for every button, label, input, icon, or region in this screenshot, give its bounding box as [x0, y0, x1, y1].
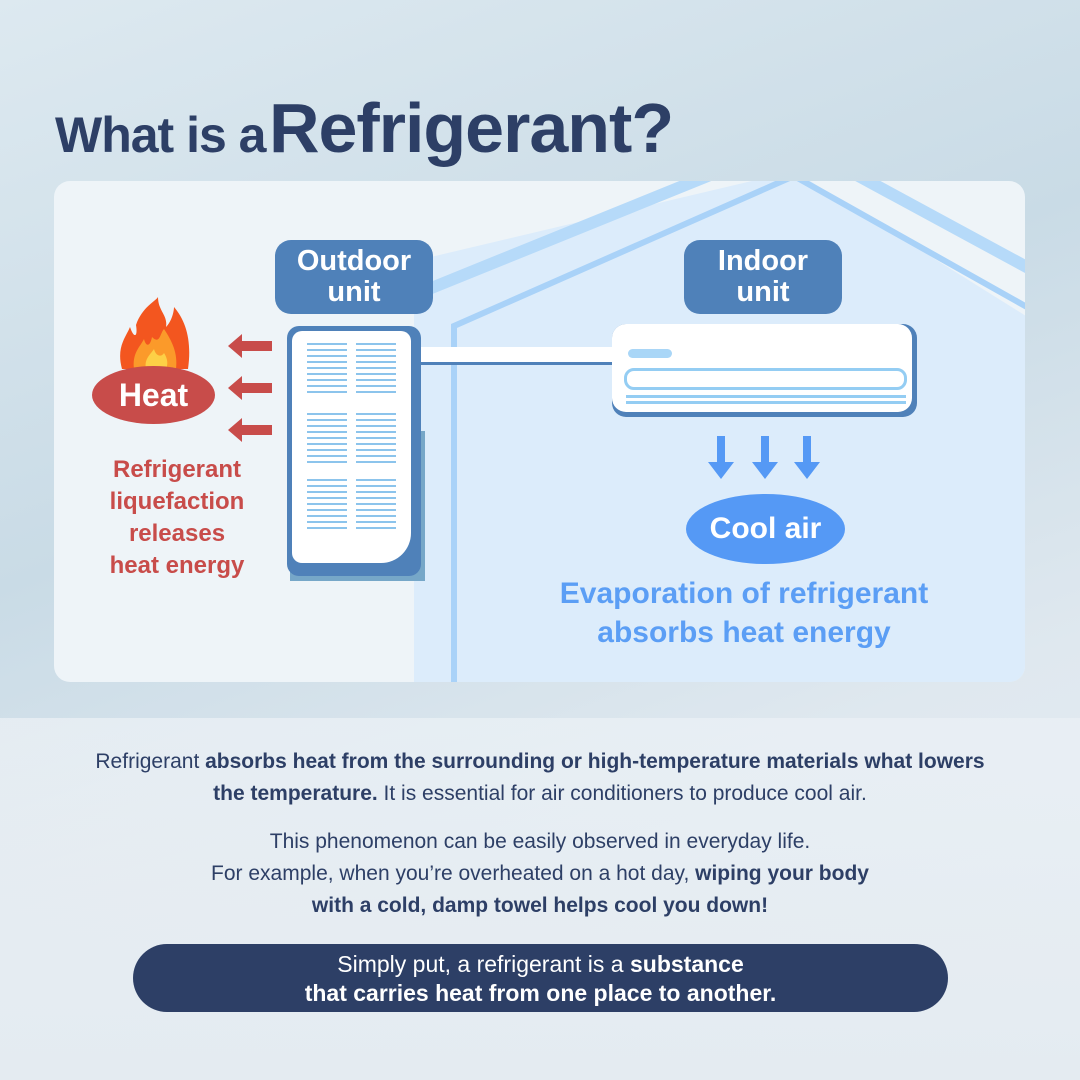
heat-caption: Refrigerant liquefaction releases heat e…: [72, 454, 282, 582]
outdoor-unit-icon: [287, 326, 421, 576]
heat-caption-line: Refrigerant: [112, 456, 242, 483]
emphasis: absorbs heat from the surrounding or hig…: [205, 750, 985, 773]
title-main: Refrigerant?: [268, 89, 674, 167]
emphasis: with a cold, damp towel helps cool you d…: [311, 894, 769, 917]
outdoor-label-line1: Outdoor: [296, 245, 412, 277]
heat-caption-line: heat energy: [109, 552, 245, 579]
cool-caption-line: Evaporation of refrigerant: [559, 577, 929, 610]
arrow-left-icon: [228, 334, 272, 358]
summary-banner: Simply put, a refrigerant is a substance…: [133, 944, 948, 1012]
cool-caption: Evaporation of refrigerant absorbs heat …: [514, 574, 974, 652]
text: This phenomenon can be easily observed i…: [269, 830, 811, 853]
text: It is essential for air conditioners to …: [377, 782, 867, 805]
heat-caption-line: liquefaction: [109, 488, 245, 515]
text: Refrigerant: [95, 750, 206, 773]
indoor-label-line2: unit: [736, 276, 790, 308]
arrow-left-icon: [228, 418, 272, 442]
emphasis: wiping your body: [695, 862, 869, 885]
cool-air-badge: Cool air: [686, 494, 845, 564]
text: Simply put, a refrigerant is a: [337, 951, 630, 977]
cool-caption-line: absorbs heat energy: [597, 616, 891, 649]
text-section: [0, 718, 1080, 1080]
refrigerant-pipe: [416, 347, 616, 365]
title-prefix: What is a: [55, 107, 266, 163]
emphasis: that carries heat from one place to anot…: [304, 980, 777, 1006]
arrow-left-icon: [228, 376, 272, 400]
paragraph-1: Refrigerant absorbs heat from the surrou…: [30, 746, 1050, 810]
text: For example, when you’re overheated on a…: [211, 862, 696, 885]
heat-caption-line: releases: [128, 520, 226, 547]
indoor-label-line1: Indoor: [717, 245, 809, 277]
indoor-unit-icon: [612, 324, 917, 417]
flame-icon: [120, 297, 190, 369]
paragraph-2: This phenomenon can be easily observed i…: [30, 826, 1050, 922]
heat-badge: Heat: [92, 366, 215, 424]
arrows-down-icon: [708, 436, 820, 479]
emphasis: the temperature.: [213, 782, 378, 805]
page-title: What is a Refrigerant?: [55, 88, 674, 168]
outdoor-label-line2: unit: [327, 276, 381, 308]
house-outline-icon: [414, 181, 1025, 682]
emphasis: substance: [629, 951, 744, 977]
